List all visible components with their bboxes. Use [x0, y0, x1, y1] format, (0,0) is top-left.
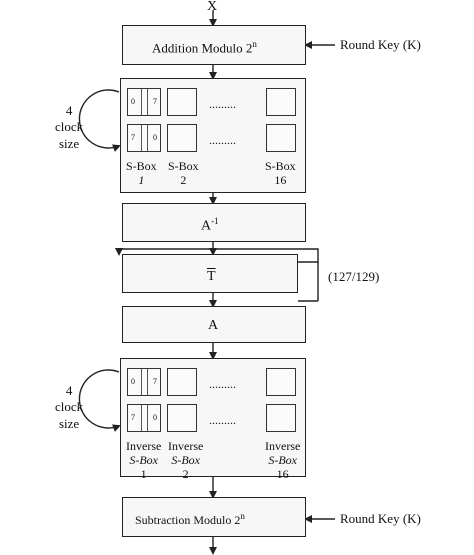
- inv-sbox-2-row-a: [167, 368, 197, 396]
- round-key-label-top: Round Key (K): [340, 37, 421, 52]
- sbox-label-16: S-Box 16: [265, 159, 296, 187]
- t-block: [122, 254, 298, 293]
- a-inverse-label: A-1: [201, 216, 219, 234]
- inv-sbox-16-row-a: [266, 368, 296, 396]
- t-label: T: [207, 269, 216, 284]
- addition-block: [122, 25, 306, 65]
- subtraction-label: Subtraction Modulo 2n: [135, 511, 245, 527]
- clock-loop-2: [78, 369, 121, 432]
- feedback-label: (127/129): [328, 269, 380, 284]
- sbox-16-row-a: [266, 88, 296, 116]
- a-inverse-block: [122, 203, 306, 242]
- inv-sbox-label-2: Inverse S-Box 2: [168, 439, 204, 481]
- ellipsis-row-b: .........: [209, 133, 236, 147]
- sbox-2-row-b: [167, 124, 197, 152]
- input-label: X: [207, 0, 218, 14]
- t-feedback-loop: [115, 248, 319, 263]
- sbox-label-1: S-Box 1: [126, 159, 157, 187]
- clock-loop-1: [78, 89, 121, 152]
- clock-size-label-2: 4 clock size: [55, 383, 84, 431]
- ellipsis-row-a: .........: [209, 97, 236, 111]
- addition-label: Addition Modulo 2n: [152, 39, 257, 56]
- inv-sbox-1-row-a: 0 7: [127, 368, 161, 396]
- round-key-label-bottom: Round Key (K): [340, 511, 421, 526]
- sbox-1-row-a: 0 7: [127, 88, 161, 116]
- inv-sbox-label-1: Inverse S-Box 1: [126, 439, 162, 481]
- a-label: A: [208, 318, 219, 333]
- clock-size-label-1: 4 clock size: [55, 103, 84, 151]
- sbox-1-row-b: 7 0: [127, 124, 161, 152]
- inv-sbox-16-row-b: [266, 404, 296, 432]
- sbox-2-row-a: [167, 88, 197, 116]
- a-block: [122, 306, 306, 343]
- sbox-16-row-b: [266, 124, 296, 152]
- inv-sbox-2-row-b: [167, 404, 197, 432]
- sbox-label-2: S-Box 2: [168, 159, 199, 187]
- inv-sbox-1-row-b: 7 0: [127, 404, 161, 432]
- inv-ellipsis-row-b: .........: [209, 413, 236, 427]
- inv-sbox-label-16: Inverse S-Box 16: [265, 439, 301, 481]
- inv-ellipsis-row-a: .........: [209, 377, 236, 391]
- subtraction-block: [122, 497, 306, 537]
